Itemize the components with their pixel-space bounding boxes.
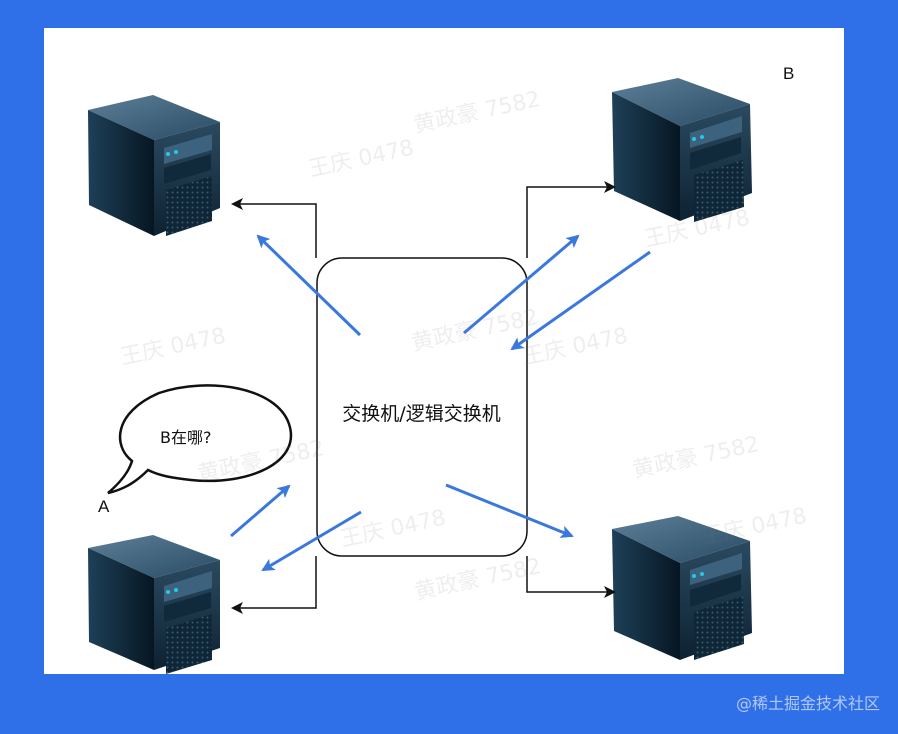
speech-bubble [107,384,293,495]
host-a-label: A [98,497,110,516]
server-icon-top-right [612,78,752,222]
connector-top-right [526,181,616,258]
switch-label: 交换机/逻辑交换机 [342,403,501,425]
blue-arrow-from-top-right [510,250,651,351]
blue-arrow-to-bottom-right [445,483,574,538]
server-icon-bottom-left [88,535,220,674]
bubble-text: B在哪? [160,428,212,447]
brand-watermark: @稀土掘金技术社区 [735,694,880,713]
blue-arrow-from-a [230,484,291,538]
blue-arrow-to-top-right [463,234,580,335]
switch-box [316,257,528,557]
connector-top-left [231,198,317,258]
connector-bottom-right [526,556,616,598]
host-b-label: B [783,64,795,83]
server-icon-top-left [88,95,220,236]
connector-bottom-left [231,556,317,614]
blue-arrow-to-top-left [256,234,362,337]
blue-arrow-to-a [261,510,362,572]
server-icon-bottom-right [612,516,752,660]
